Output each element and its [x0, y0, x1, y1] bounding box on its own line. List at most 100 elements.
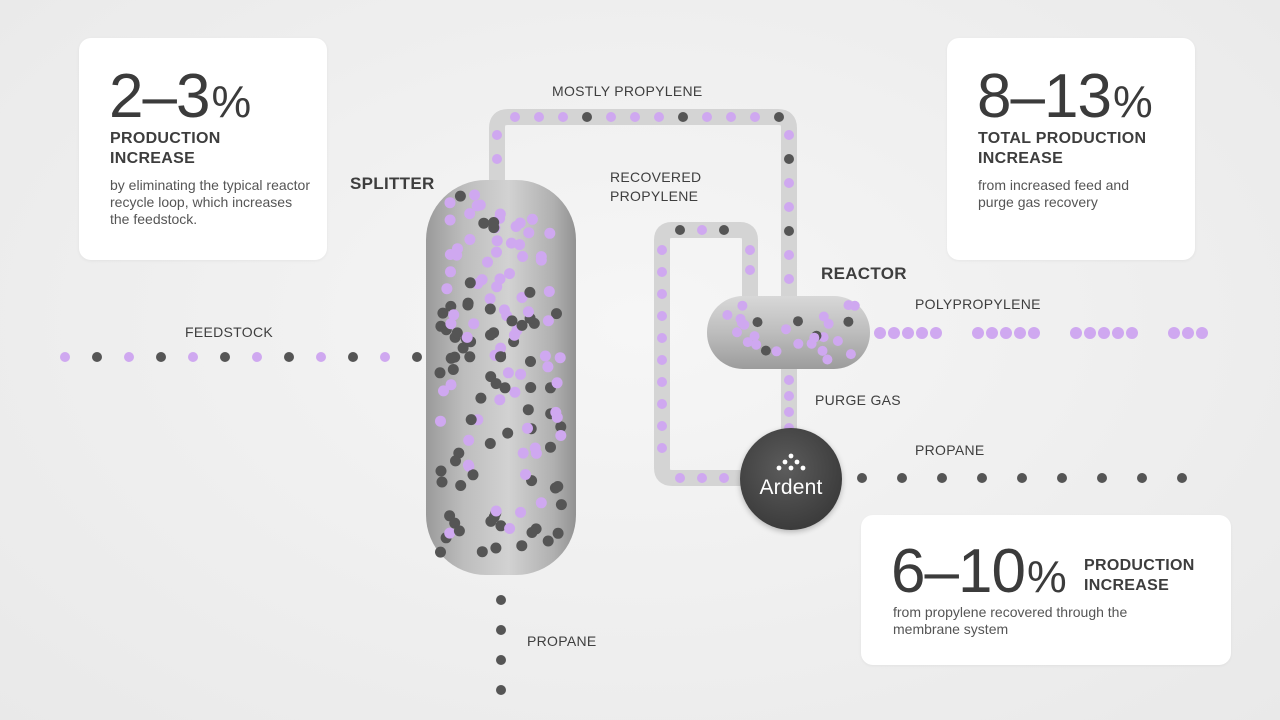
- splitter-molecule: [445, 352, 457, 364]
- propylene-molecule: [492, 130, 502, 140]
- card-bottom-number: 6–10: [891, 537, 1026, 606]
- splitter-molecule: [544, 227, 556, 239]
- splitter-molecule: [516, 319, 528, 331]
- recovered-propylene-molecule: [657, 267, 667, 277]
- feedstock-molecule: [124, 352, 134, 362]
- reactor-label: REACTOR: [821, 264, 907, 283]
- reactor-molecule: [760, 345, 771, 356]
- propane-molecule: [496, 625, 506, 635]
- splitter-molecule: [451, 327, 463, 339]
- card-left-unit: %: [211, 78, 252, 127]
- card-left-heading: PRODUCTION INCREASE: [110, 130, 221, 167]
- splitter-molecule: [491, 235, 503, 247]
- splitter-molecule: [444, 197, 456, 209]
- splitter-molecule: [434, 367, 446, 379]
- polypropylene-molecule: [1126, 327, 1138, 339]
- splitter-molecule: [495, 342, 507, 354]
- splitter-molecule: [552, 527, 564, 539]
- propane-molecule: [496, 595, 506, 605]
- splitter-molecule: [555, 421, 567, 433]
- recovered-propylene-molecule: [745, 245, 755, 255]
- splitter-molecule: [488, 217, 500, 228]
- splitter-molecule: [452, 243, 463, 255]
- propane-right-label: PROPANE: [915, 442, 985, 458]
- propylene-molecule: [784, 154, 794, 164]
- splitter-molecule: [542, 315, 554, 327]
- recovered-propylene-molecule: [657, 377, 667, 387]
- propylene-molecule: [654, 112, 664, 122]
- splitter-molecule: [525, 356, 536, 367]
- splitter-molecule: [478, 217, 490, 229]
- splitter-molecule: [517, 251, 529, 262]
- card-right-unit: %: [1112, 78, 1153, 127]
- card-right: 8–13% TOTAL PRODUCTION INCREASE from inc…: [947, 38, 1195, 260]
- polypropylene-molecule: [986, 327, 998, 339]
- splitter-molecule: [504, 268, 515, 280]
- splitter-molecule: [468, 318, 480, 330]
- ardent-mark-icon: [776, 453, 806, 471]
- splitter-molecule: [444, 527, 456, 539]
- splitter-molecule: [444, 214, 456, 226]
- splitter-molecule: [535, 254, 547, 266]
- reactor-molecule: [752, 317, 763, 328]
- polypropylene-molecule: [1182, 327, 1194, 339]
- splitter-molecule: [435, 465, 447, 477]
- recovered-propylene-molecule: [657, 399, 667, 409]
- splitter-molecule: [485, 329, 496, 341]
- propylene-molecule: [582, 112, 592, 122]
- polypropylene-molecule: [1028, 327, 1040, 339]
- recovered-propylene-molecule: [657, 443, 667, 453]
- splitter-molecule: [505, 237, 517, 249]
- recovered-propylene-pipe: [654, 222, 758, 486]
- card-bottom: 6–10% PRODUCTION INCREASE from propylene…: [861, 515, 1231, 665]
- reactor-molecule: [781, 324, 791, 335]
- splitter-molecule: [535, 497, 547, 509]
- reactor-molecule: [737, 300, 748, 311]
- splitter-molecule: [464, 351, 476, 363]
- propylene-molecule: [784, 130, 794, 140]
- recovered-propylene-molecule: [719, 473, 729, 483]
- propylene-molecule: [726, 112, 736, 122]
- recovered-propylene-molecule: [697, 473, 707, 483]
- splitter-molecule: [461, 331, 473, 343]
- feedstock-label: FEEDSTOCK: [185, 324, 274, 340]
- card-right-heading: TOTAL PRODUCTION INCREASE: [978, 130, 1147, 167]
- splitter-molecule: [522, 404, 534, 416]
- splitter-molecule: [542, 535, 554, 547]
- reactor-molecule: [722, 310, 733, 320]
- splitter-molecule: [495, 520, 507, 532]
- splitter-molecule: [457, 342, 469, 354]
- ardent-membrane-logo: Ardent: [740, 428, 842, 530]
- propylene-molecule: [784, 250, 794, 260]
- card-right-number: 8–13: [977, 62, 1112, 131]
- splitter-label: SPLITTER: [350, 174, 435, 193]
- splitter-molecule: [539, 350, 551, 362]
- polypropylene-molecule: [930, 327, 942, 339]
- propane-bottom-label: PROPANE: [527, 633, 597, 649]
- card-bottom-unit: %: [1026, 553, 1067, 602]
- polypropylene-molecule: [916, 327, 928, 339]
- reactor-molecule: [845, 349, 856, 360]
- reactor-molecule: [793, 316, 803, 327]
- recovered-propylene-molecule: [657, 245, 667, 255]
- splitter-molecule: [550, 406, 562, 418]
- feedstock-molecule: [316, 352, 326, 362]
- splitter-molecule: [522, 306, 534, 318]
- feedstock-molecule: [252, 352, 262, 362]
- splitter-molecule: [485, 515, 497, 527]
- feedstock-molecule: [156, 352, 166, 362]
- splitter-molecule: [436, 476, 448, 488]
- purge-gas-molecule: [784, 391, 794, 401]
- splitter-molecule: [482, 256, 493, 268]
- propane-molecule: [897, 473, 907, 483]
- mostly-propylene-label: MOSTLY PROPYLENE: [552, 83, 703, 99]
- splitter-molecule: [447, 364, 459, 375]
- reactor-molecule: [751, 339, 762, 350]
- splitter-molecule: [455, 480, 467, 491]
- splitter-molecule: [506, 315, 518, 327]
- propylene-molecule: [702, 112, 712, 122]
- splitter-molecule: [498, 304, 510, 316]
- splitter-molecule: [542, 361, 554, 373]
- card-left-value: 2–3%: [109, 66, 251, 128]
- splitter-molecule: [555, 499, 567, 511]
